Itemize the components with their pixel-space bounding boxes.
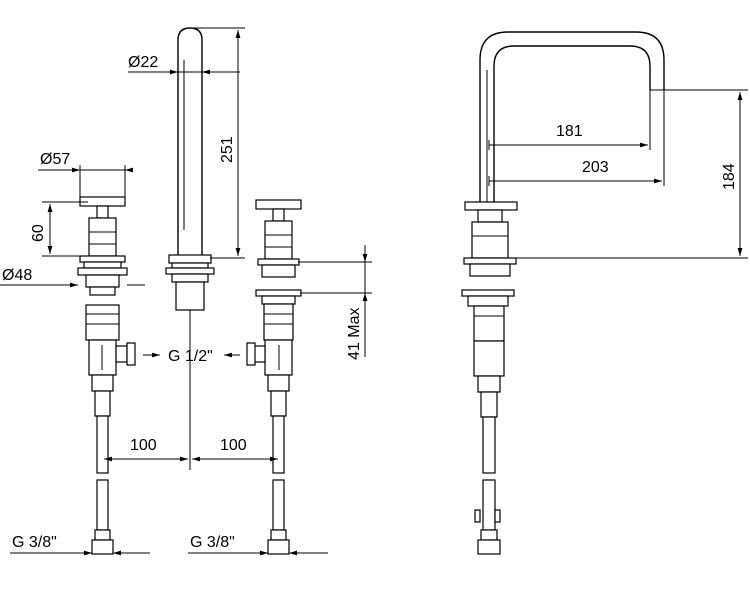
hose-thread-callouts: G 3/8" G 3/8" bbox=[10, 534, 328, 556]
inlet-thread-callout: G 1/2" bbox=[143, 348, 240, 365]
front-spout bbox=[165, 27, 215, 470]
front-left-valve bbox=[77, 196, 136, 555]
dim-side-height: 184 bbox=[516, 89, 748, 259]
label-deck-thickness: 41 Max bbox=[346, 308, 363, 360]
label-spout-height: 251 bbox=[219, 136, 236, 163]
label-reach-outer: 203 bbox=[582, 159, 609, 176]
dim-spout-diameter: Ø22 bbox=[128, 54, 240, 75]
label-right-spacing: 100 bbox=[220, 437, 247, 454]
dim-reach: 181 203 bbox=[488, 90, 665, 186]
label-handle-diameter: Ø57 bbox=[40, 151, 70, 168]
label-right-hose-thread: G 3/8" bbox=[190, 534, 235, 551]
label-spout-diameter: Ø22 bbox=[128, 54, 158, 71]
label-left-spacing: 100 bbox=[130, 437, 157, 454]
label-handle-height: 60 bbox=[30, 224, 47, 242]
label-left-hose-thread: G 3/8" bbox=[12, 534, 57, 551]
dim-handle-diameter: Ø57 bbox=[38, 151, 133, 197]
label-flange-diameter: Ø48 bbox=[2, 267, 32, 284]
label-side-height: 184 bbox=[721, 163, 738, 190]
dim-flange-diameter: Ø48 bbox=[0, 267, 145, 288]
side-view-faucet bbox=[461, 31, 665, 555]
dim-spout-height: 251 bbox=[190, 27, 245, 259]
dim-deck-thickness: 41 Max bbox=[298, 245, 372, 360]
dim-handle-height: 60 bbox=[30, 201, 88, 257]
dim-valve-spacing: 100 100 bbox=[104, 437, 278, 462]
front-right-valve bbox=[246, 199, 302, 555]
label-inlet-thread: G 1/2" bbox=[168, 348, 213, 365]
label-reach-inner: 181 bbox=[556, 123, 583, 140]
